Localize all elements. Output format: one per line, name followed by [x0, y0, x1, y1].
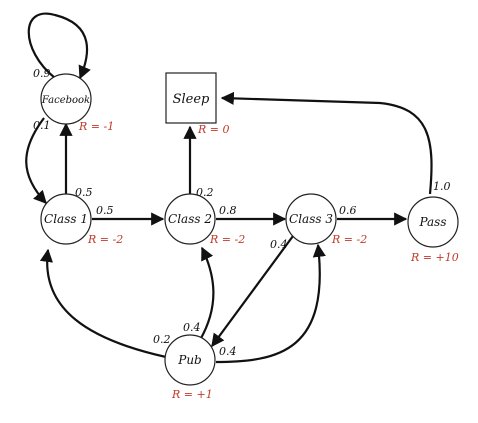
prob-facebook-facebook: 0.9 [33, 67, 51, 80]
state-class2-label: Class 2 [168, 212, 212, 226]
prob-pub-class3: 0.4 [219, 345, 237, 358]
prob-facebook-class1: 0.1 [33, 119, 51, 132]
prob-class1-class2: 0.5 [96, 204, 114, 217]
state-class3-label: Class 3 [289, 212, 333, 226]
state-sleep [165, 72, 217, 124]
reward-class2: R = -2 [209, 233, 245, 246]
prob-class3-pass: 0.6 [339, 204, 357, 217]
prob-class1-facebook: 0.5 [75, 186, 93, 199]
prob-pass-sleep: 1.0 [433, 180, 451, 193]
state-class2 [164, 193, 216, 245]
state-facebook-label: Facebook [41, 95, 90, 106]
reward-pass: R = +10 [410, 251, 459, 264]
state-pass [407, 196, 459, 248]
state-sleep-label: Sleep [173, 92, 210, 107]
prob-pub-class1: 0.2 [153, 333, 171, 346]
state-facebook [40, 73, 92, 125]
state-pub [164, 334, 216, 386]
prob-class2-class3: 0.8 [219, 204, 237, 217]
state-pass-label: Pass [418, 215, 446, 229]
edge-facebook-to-class1 [25, 117, 47, 204]
reward-pub: R = +1 [171, 388, 213, 401]
reward-class3: R = -2 [331, 233, 367, 246]
edge-pub-to-class2 [199, 246, 215, 341]
edge-pub-to-class1 [39, 248, 167, 359]
prob-pub-class2: 0.4 [183, 321, 201, 334]
prob-class2-sleep: 0.2 [196, 186, 214, 199]
state-class1 [40, 193, 92, 245]
state-pub-label: Pub [177, 353, 201, 367]
reward-sleep: R = 0 [197, 123, 230, 136]
edge-class3-to-pub [211, 235, 294, 348]
reward-class1: R = -2 [87, 233, 123, 246]
state-class1-label: Class 1 [44, 212, 88, 226]
edge-facebook-self-loop [27, 12, 91, 80]
state-class3 [285, 193, 337, 245]
reward-facebook: R = -1 [78, 120, 114, 133]
edge-pass-to-sleep [220, 91, 433, 195]
prob-class3-pub: 0.4 [270, 238, 288, 251]
edge-pub-to-class3 [215, 243, 326, 364]
